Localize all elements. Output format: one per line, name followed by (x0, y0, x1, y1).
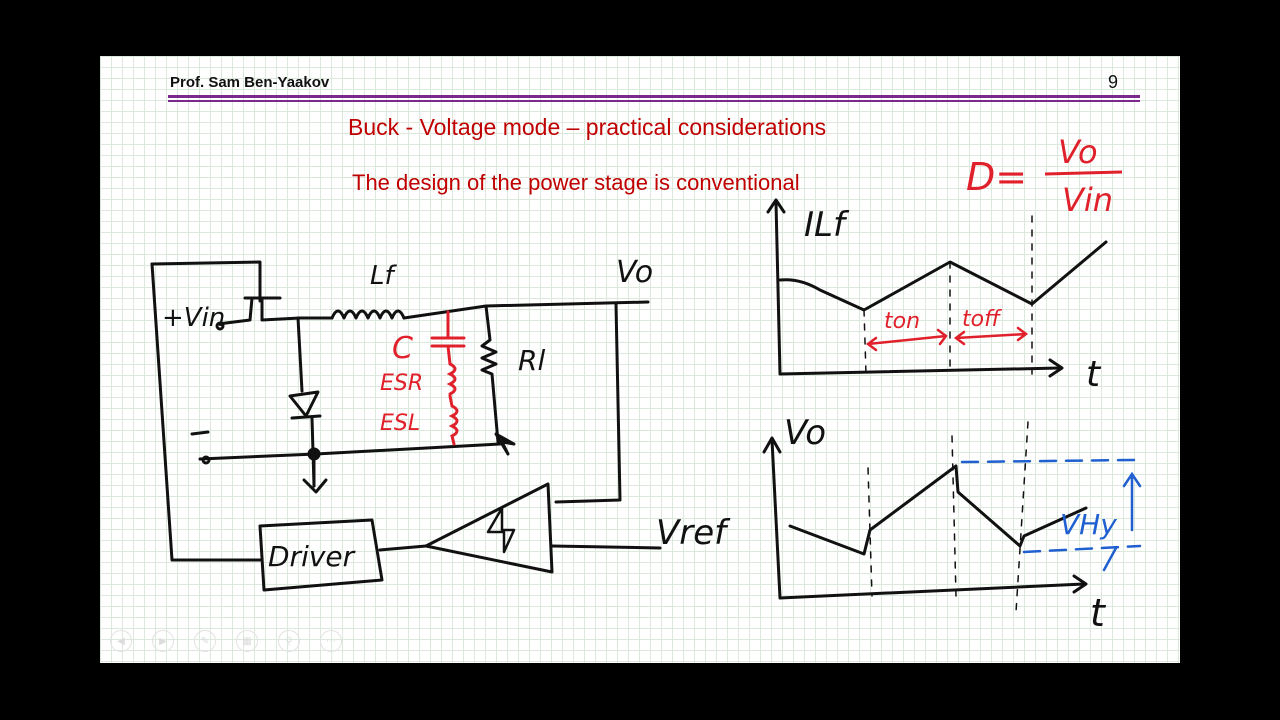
lf-label: Lf (370, 261, 397, 291)
esr-label: ESR (380, 371, 423, 396)
ilf-axis-label: ILf (804, 205, 850, 245)
diode-symbol (288, 390, 320, 418)
ilf-waveform (778, 240, 1108, 312)
output-capacitor (430, 310, 466, 446)
hysteresis-band (960, 458, 1142, 572)
ground-terminal (201, 455, 211, 465)
cursor-pointer-icon (494, 432, 516, 456)
driver-label: Driver (268, 540, 356, 573)
hysteresis-symbol (486, 506, 516, 554)
back-icon[interactable]: ◀ (110, 630, 132, 652)
author-name: Prof. Sam Ben-Yaakov (170, 74, 330, 91)
duty-denominator: Vin (1062, 181, 1113, 219)
gate-drive-wire (150, 260, 262, 303)
vo-plot (762, 421, 1088, 613)
vo-t-axis-label: t (1090, 591, 1107, 635)
diode-wire-top (296, 316, 304, 393)
ilf-axis-arrow-right (1048, 358, 1064, 378)
vin-terminal (215, 321, 225, 331)
c-label: C (392, 331, 413, 366)
ton-arrow (865, 328, 948, 352)
comparator-to-driver-wire (378, 544, 428, 552)
ground-terminal-mark (190, 430, 210, 436)
left-feedback-wire (150, 262, 262, 562)
ground-rail (198, 442, 502, 461)
ilf-labels: ILf t ton toff (804, 205, 1102, 395)
duty-lhs: D= (966, 155, 1027, 199)
ilf-timing (865, 326, 1029, 352)
presentation-controls: ◀ ▶ ✎ ▦ ⚲ ⋯ (110, 630, 342, 652)
vo-axis-arrow-right (1072, 574, 1088, 594)
ilf-plot (766, 198, 1108, 378)
vhy-arrow (1122, 471, 1142, 532)
esr-resistor (446, 362, 457, 396)
slides-icon[interactable]: ▦ (236, 630, 258, 652)
rl-label: Rl (518, 344, 545, 377)
duty-fraction-bar (1044, 170, 1123, 176)
ilf-axis-arrow-up (766, 198, 786, 214)
vo-feedback-wire (554, 302, 622, 504)
toff-arrow (953, 326, 1029, 346)
ground-symbol (302, 454, 328, 494)
lower-threshold-line (1022, 544, 1142, 554)
ilf-axes (774, 200, 1062, 376)
esl-inductor (448, 394, 459, 446)
comparator-triangle (424, 482, 554, 574)
vhy-tick (1102, 546, 1118, 572)
vo-label: Vo (616, 255, 653, 290)
forward-icon[interactable]: ▶ (152, 630, 174, 652)
vo-interval-guides (867, 421, 1029, 613)
vo-waveform (788, 464, 1088, 556)
page-number: 9 (1108, 72, 1119, 92)
capacitor-c (430, 310, 466, 366)
output-rail (402, 300, 650, 320)
ilf-interval-guides (863, 215, 1033, 375)
ton-label: ton (884, 309, 920, 334)
vo-axis-arrow-up (762, 436, 782, 454)
ilf-t-axis-label: t (1086, 354, 1102, 395)
header-rule (168, 95, 1140, 98)
vref-wire (550, 544, 662, 550)
mosfet-switch (216, 296, 302, 326)
diode-bar (290, 414, 322, 420)
buck-circuit (150, 260, 662, 592)
esl-label: ESL (380, 411, 420, 436)
handwritten-drawing: D= Vo Vin (150, 133, 1142, 635)
slide-subtitle: The design of the power stage is convent… (352, 170, 800, 195)
vhy-label: VHy (1060, 508, 1117, 541)
vo-axis-label: Vo (784, 413, 826, 453)
driver-box (258, 518, 384, 592)
duty-formula: D= Vo Vin (966, 133, 1113, 219)
duty-numerator: Vo (1058, 133, 1098, 171)
vref-label: Vref (656, 513, 731, 553)
vo-axes (770, 438, 1086, 600)
vo-labels: Vo t VHy (784, 413, 1117, 635)
upper-threshold-line (960, 458, 1136, 464)
inductor-lf (330, 309, 406, 320)
more-icon[interactable]: ⋯ (320, 630, 342, 652)
slide-title: Buck - Voltage mode – practical consider… (348, 114, 827, 140)
header-rule-secondary (168, 100, 1140, 102)
toff-label: toff (962, 307, 1002, 332)
load-resistor-rl (480, 304, 500, 444)
slide: Prof. Sam Ben-Yaakov 9 Buck - Voltage mo… (100, 56, 1180, 663)
vin-label: +Vin (162, 303, 225, 333)
circuit-labels: +Vin Lf Vo C ESR ESL Rl Driver Vref (162, 255, 731, 573)
pen-icon[interactable]: ✎ (194, 630, 216, 652)
zoom-icon[interactable]: ⚲ (278, 630, 300, 652)
